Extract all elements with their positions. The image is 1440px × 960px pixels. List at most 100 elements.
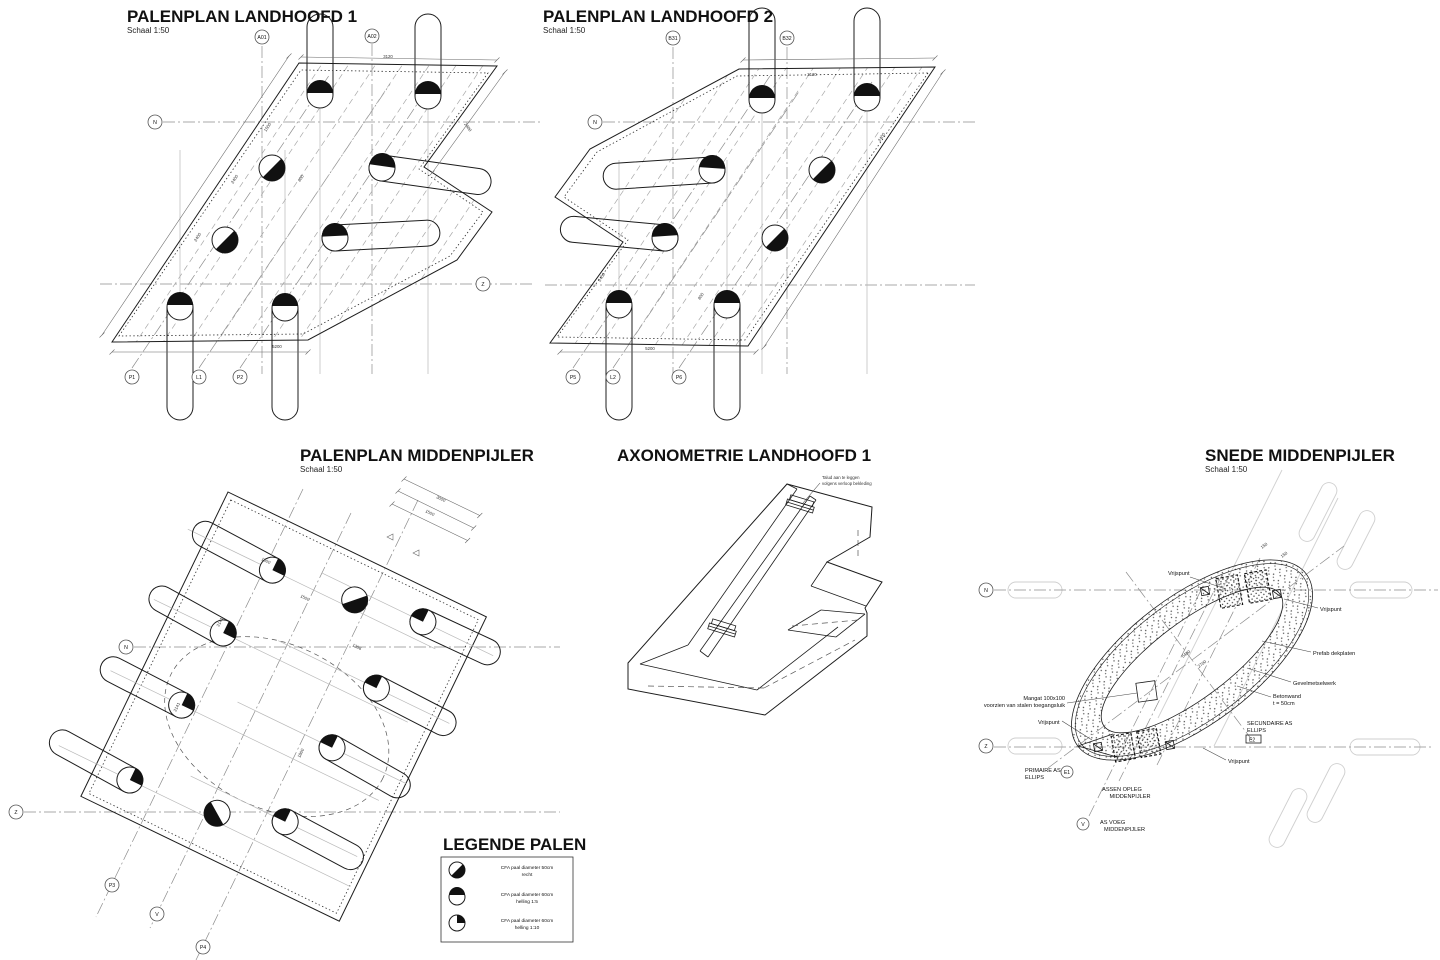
pile-symbol <box>271 808 299 836</box>
svg-text:5200: 5200 <box>272 344 282 349</box>
pile-symbol <box>448 914 466 932</box>
pile-symbol <box>258 556 286 584</box>
svg-text:SECUNDAIRE AS: SECUNDAIRE AS <box>1247 721 1293 727</box>
pile-symbol <box>698 155 726 184</box>
svg-text:150: 150 <box>1260 541 1269 550</box>
snede-bearing-top <box>1215 569 1272 609</box>
axis-marker-label: P1 <box>129 375 135 381</box>
svg-text:PRIMAIRE AS: PRIMAIRE AS <box>1025 768 1061 774</box>
scale-middenpijler: Schaal 1:50 <box>300 465 343 474</box>
middenpijler-body <box>48 491 501 922</box>
scale-plan1: Schaal 1:50 <box>127 26 170 35</box>
middenpijler-drawing: 1500 1500 2141 2141 1356 1800 1500 3000 <box>24 488 560 960</box>
svg-text:ELLIPS: ELLIPS <box>1025 775 1044 781</box>
svg-text:voorzien van stalen toegangslu: voorzien van stalen toegangsluik <box>984 703 1065 709</box>
svg-text:2141: 2141 <box>215 616 224 627</box>
axis-marker-label: P2 <box>237 375 243 381</box>
pile-symbol <box>409 608 437 636</box>
axis-marker-label: P5 <box>570 375 576 381</box>
svg-text:Prefab dekplaten: Prefab dekplaten <box>1313 651 1355 657</box>
axon-drawing: Talud aan te leggen volgens verloop bekl… <box>627 475 883 716</box>
svg-text:CFA paal diameter 50cm: CFA paal diameter 50cm <box>501 865 554 871</box>
svg-text:5400: 5400 <box>1181 649 1192 659</box>
axis-marker-label: A01 <box>257 35 266 41</box>
svg-text:1800: 1800 <box>296 747 305 758</box>
svg-text:Vrijspunt: Vrijspunt <box>1320 607 1342 613</box>
pile-symbol <box>116 766 144 794</box>
pile-symbol <box>209 619 237 647</box>
title-plan2: PALENPLAN LANDHOOFD 2 <box>543 7 773 26</box>
axis-marker-label: Z <box>984 744 987 750</box>
snede-labels: Vrijspunt Vrijspunt Prefab dekplaten Gev… <box>984 541 1355 833</box>
scale-snede: Schaal 1:50 <box>1205 465 1248 474</box>
snede-manhole <box>1135 680 1158 703</box>
svg-text:ASSEN OPLEG: ASSEN OPLEG <box>1102 787 1142 793</box>
legend: CFA paal diameter 50cm recht CFA paal di… <box>440 856 574 943</box>
plan2-dim-texts: 3120 5200 2400 2400 800 <box>597 72 887 351</box>
svg-text:CFA paal diameter 60cm: CFA paal diameter 60cm <box>501 892 554 898</box>
svg-text:2400: 2400 <box>463 122 473 133</box>
pile-symbol <box>448 861 466 879</box>
axis-marker-label: B32 <box>782 36 791 42</box>
svg-text:2400: 2400 <box>230 173 240 184</box>
pile-symbol <box>168 691 196 719</box>
svg-text:1500: 1500 <box>261 556 272 565</box>
svg-text:3120: 3120 <box>807 72 817 77</box>
axis-marker-label: P6 <box>676 375 682 381</box>
axis-marker-label: N <box>153 120 157 126</box>
pile-symbol <box>321 223 349 252</box>
svg-text:Gevelmetselwerk: Gevelmetselwerk <box>1293 681 1336 687</box>
axis-marker-label: B31 <box>668 36 677 42</box>
title-plan1: PALENPLAN LANDHOOFD 1 <box>127 7 357 26</box>
pile-symbol <box>761 224 789 252</box>
svg-text:1500: 1500 <box>263 121 273 132</box>
axon-note2: volgens verloop bekleding <box>822 481 872 486</box>
snede-drawing: Vrijspunt Vrijspunt Prefab dekplaten Gev… <box>984 469 1438 848</box>
svg-text:1356: 1356 <box>352 642 363 651</box>
svg-text:Vrijspunt: Vrijspunt <box>1038 720 1060 726</box>
axis-marker-label: N <box>593 120 597 126</box>
pile-symbol <box>853 83 881 112</box>
axis-marker-label: V <box>1081 822 1085 828</box>
pile-symbol <box>748 85 776 114</box>
pile-symbol <box>341 586 369 614</box>
svg-text:2700: 2700 <box>1197 659 1208 669</box>
svg-text:t = 50cm: t = 50cm <box>1273 701 1295 707</box>
plan2-hatch-lines <box>550 67 935 346</box>
pile-symbol <box>713 290 741 319</box>
svg-text:MIDDENPIJLER: MIDDENPIJLER <box>1104 827 1145 833</box>
pile-symbol <box>318 734 346 762</box>
svg-text:MIDDENPIJLER: MIDDENPIJLER <box>1109 794 1150 800</box>
pile-symbol <box>166 292 194 321</box>
svg-text:helling 1:10: helling 1:10 <box>515 925 540 931</box>
title-legend: LEGENDE PALEN <box>443 835 586 854</box>
pile-symbol <box>414 81 442 110</box>
plan1-drawing: 3120 5200 2400 2400 1500 2400 800 <box>100 13 540 421</box>
snede-ghost-piles <box>1007 469 1421 848</box>
plan1-dim-texts: 3120 5200 2400 2400 1500 2400 800 <box>193 54 473 349</box>
title-snede: SNEDE MIDDENPIJLER <box>1205 446 1395 465</box>
svg-text:1500: 1500 <box>425 508 436 517</box>
axis-marker-label: N <box>124 645 128 651</box>
pile-symbol <box>605 290 633 319</box>
svg-text:recht: recht <box>522 872 533 878</box>
dimension-lines <box>99 53 946 544</box>
svg-text:ELLIPS: ELLIPS <box>1247 728 1266 734</box>
axon-note: Talud aan te leggen <box>822 475 860 480</box>
axis-marker-label: P4 <box>200 945 206 951</box>
snede-axis-plates <box>1092 585 1283 753</box>
pile-symbol <box>368 153 396 182</box>
svg-text:5200: 5200 <box>645 346 655 351</box>
plan1-hatch-lines <box>112 63 497 342</box>
pile-symbol <box>808 156 836 184</box>
legend-texts: CFA paal diameter 50cm recht CFA paal di… <box>501 865 554 931</box>
svg-text:Vrijspunt: Vrijspunt <box>1228 759 1250 765</box>
plan2-drawing: 3120 5200 2400 2400 800 <box>545 7 975 421</box>
svg-text:1500: 1500 <box>300 593 311 602</box>
svg-text:800: 800 <box>297 173 305 182</box>
svg-text:3120: 3120 <box>383 54 393 59</box>
axis-marker-label: A02 <box>367 34 376 40</box>
axis-marker-label: Z <box>481 282 484 288</box>
